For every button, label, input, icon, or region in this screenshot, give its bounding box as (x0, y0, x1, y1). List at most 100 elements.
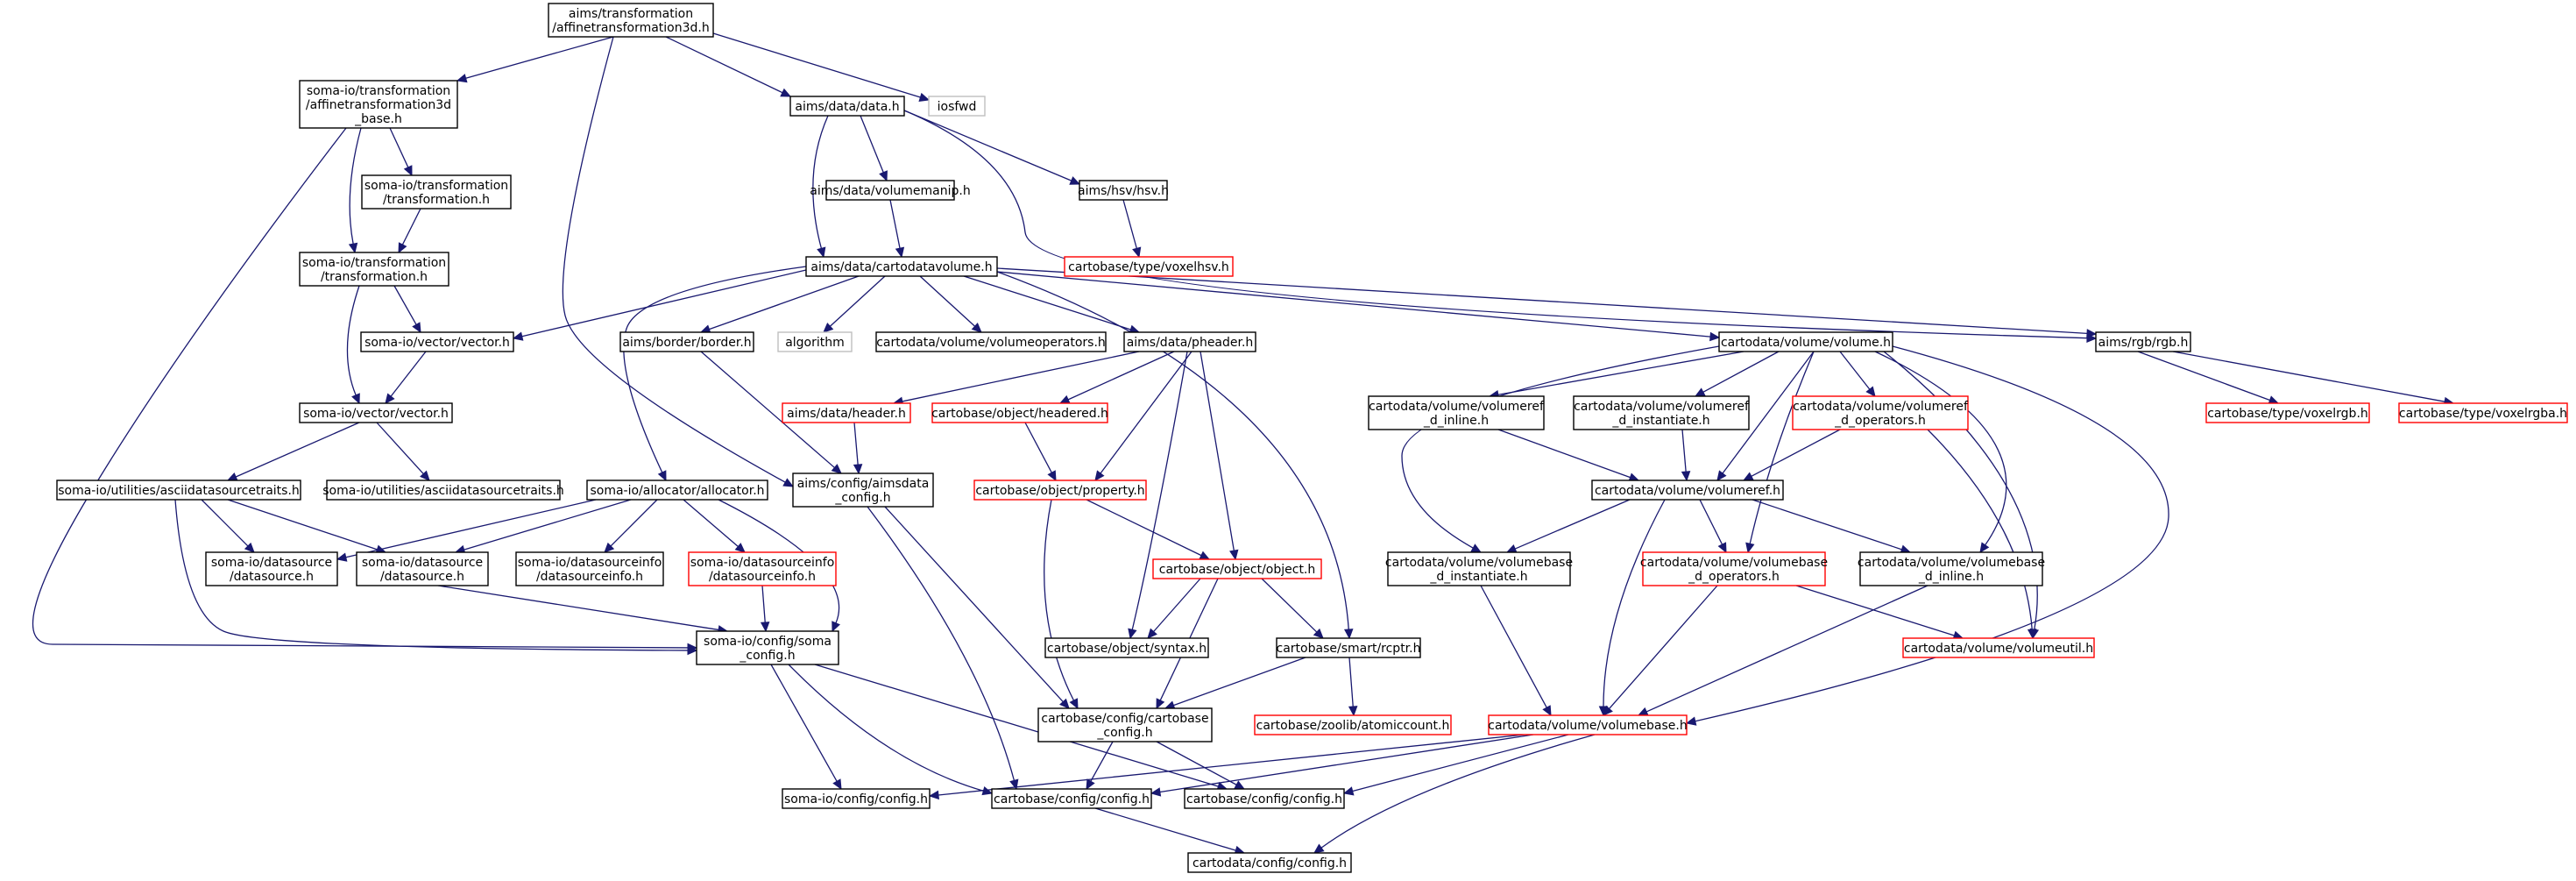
node-box (1902, 637, 2095, 658)
arrowhead-icon (1094, 470, 1105, 481)
node-box (973, 480, 1147, 501)
node-box (825, 180, 955, 201)
arrowhead-icon (1069, 698, 1079, 710)
arrowhead-icon (1069, 176, 1081, 185)
node-voxelrgba[interactable]: cartobase/type/voxelrgba.h (2398, 402, 2568, 423)
node-label: aims/data/cartodatavolume.h (810, 260, 992, 274)
node-datasource2[interactable]: soma-io/datasource/datasource.h (356, 551, 489, 586)
arrowhead-icon (1716, 470, 1727, 481)
node-voxelhsv[interactable]: cartobase/type/voxelhsv.h (1064, 256, 1234, 277)
edge-pheader-to-headered (1058, 351, 1175, 404)
node-box (515, 551, 664, 586)
node-label: cartodata/volume/volumeoperators.h (876, 336, 1106, 350)
node-dsinfo2[interactable]: soma-io/datasourceinfo/datasourceinfo.h (688, 551, 837, 586)
edge-volumebase-to-cd_config (1313, 734, 1596, 854)
edge-volumemanip-to-cartodatavolume (889, 199, 905, 259)
node-headered[interactable]: cartobase/object/headered.h (931, 402, 1108, 423)
node-box (1184, 788, 1345, 809)
node-allocator[interactable]: soma-io/allocator/allocator.h (586, 480, 768, 501)
node-vbase-inst[interactable]: cartodata/volume/volumebase_d_instantiat… (1385, 551, 1573, 586)
node-vector-top[interactable]: soma-io/vector/vector.h (360, 331, 514, 352)
node-volumemanip[interactable]: aims/data/volumemanip.h (810, 180, 971, 201)
node-box (356, 551, 489, 586)
arrowhead-icon (817, 246, 826, 259)
node-datasource1[interactable]: soma-io/datasource/datasource.h (205, 551, 338, 586)
node-header[interactable]: aims/data/header.h (782, 402, 911, 423)
node-affine-base[interactable]: soma-io/transformation/affinetransformat… (299, 80, 458, 129)
node-soma-config[interactable]: soma-io/config/soma_config.h (696, 630, 839, 665)
node-transformation-top[interactable]: soma-io/transformation/transformation.h (361, 174, 512, 210)
arrowhead-icon (1047, 470, 1057, 482)
node-box (1642, 551, 1826, 586)
node-atomiccount[interactable]: cartobase/zoolib/atomiccount.h (1254, 714, 1452, 735)
node-box (299, 402, 453, 423)
node-volume[interactable]: cartodata/volume/volume.h (1718, 331, 1893, 352)
node-label: soma-io/vector/vector.h (364, 336, 510, 350)
arrowhead-icon (1156, 698, 1165, 710)
edge-cartodatavolume-to-volumeoperators (919, 275, 982, 333)
arrowhead-icon (2027, 629, 2037, 640)
node-volumeutil[interactable]: cartodata/volume/volumeutil.h (1902, 637, 2095, 658)
node-object[interactable]: cartobase/object/object.h (1152, 558, 1322, 579)
arrowhead-icon (928, 790, 939, 800)
node-label: soma-io/utilities/asciidatasourcetraits.… (322, 484, 564, 498)
edge-volume-to-volumeref (1716, 351, 1815, 481)
arrowhead-icon (1150, 787, 1162, 797)
arrowhead-icon (1313, 628, 1324, 639)
arrowhead-icon (1234, 780, 1246, 790)
node-label: cartobase/type/voxelhsv.h (1068, 260, 1229, 274)
node-ascii-hpp[interactable]: soma-io/utilities/asciidatasourcetraits.… (322, 480, 564, 501)
node-algorithm[interactable]: algorithm (777, 331, 853, 352)
node-vbase-inline[interactable]: cartodata/volume/volumebase_d_inline.h (1858, 551, 2045, 586)
node-cd-config[interactable]: cartodata/config/config.h (1187, 852, 1352, 873)
node-vbase-ops[interactable]: cartodata/volume/volumebase_d_operators.… (1640, 551, 1828, 586)
node-data[interactable]: aims/data/data.h (789, 96, 905, 117)
edge-volumebase-to-cb_config2 (1342, 734, 1569, 796)
node-label: aims/transformation (569, 7, 693, 21)
node-cb-config2[interactable]: cartobase/config/config.h (1184, 788, 1345, 809)
node-rcptr[interactable]: cartobase/smart/rcptr.h (1276, 637, 1421, 658)
node-cartodatavolume[interactable]: aims/data/cartodatavolume.h (805, 256, 998, 277)
node-volumebase[interactable]: cartodata/volume/volumebase.h (1488, 714, 1688, 735)
node-vector[interactable]: soma-io/vector/vector.h (299, 402, 453, 423)
node-label: iosfwd (938, 100, 977, 114)
edge-pheader-to-header (892, 351, 1140, 406)
node-syntax[interactable]: cartobase/object/syntax.h (1044, 637, 1209, 658)
node-somaio-config[interactable]: soma-io/config/config.h (782, 788, 931, 809)
node-label: cartodata/volume/volumeutil.h (1904, 642, 2093, 656)
node-label: aims/border/border.h (622, 336, 751, 350)
edge-vref_ops-to-volumeutil (1927, 429, 2037, 640)
edge-volume-to-vbase_inline (1874, 351, 2007, 554)
arrowhead-icon (895, 246, 905, 259)
node-vref-inst[interactable]: cartodata/volume/volumeref_d_instantiate… (1573, 395, 1750, 430)
node-voxelrgb[interactable]: cartobase/type/voxelrgb.h (2205, 402, 2370, 423)
node-vref-inline[interactable]: cartodata/volume/volumeref_d_inline.h (1368, 395, 1545, 430)
node-ascii-h[interactable]: soma-io/utilities/asciidatasourcetraits.… (56, 480, 301, 501)
node-hsv[interactable]: aims/hsv/hsv.h (1078, 180, 1169, 201)
node-dsinfo1[interactable]: soma-io/datasourceinfo/datasourceinfo.h (515, 551, 664, 586)
node-vref-ops[interactable]: cartodata/volume/volumeref_d_operators.h (1792, 395, 1969, 430)
node-aimsdata-config[interactable]: aims/config/aimsdata_config.h (792, 472, 934, 508)
node-cartobase-config[interactable]: cartobase/config/cartobase_config.h (1037, 707, 1213, 742)
node-label: aims/config/aimsdata (797, 477, 930, 491)
node-pheader[interactable]: aims/data/pheader.h (1123, 331, 1256, 352)
node-property[interactable]: cartobase/object/property.h (973, 480, 1147, 501)
edge-volume-to-vbase_ops (1745, 351, 1815, 554)
node-cb-config1[interactable]: cartobase/config/config.h (991, 788, 1152, 809)
arrowhead-icon (1709, 331, 1721, 342)
node-root[interactable]: aims/transformation/affinetransformation… (548, 3, 714, 38)
arrowhead-icon (1128, 628, 1137, 640)
node-rgb[interactable]: aims/rgb/rgb.h (2095, 331, 2191, 352)
node-label: cartobase/config/cartobase (1041, 712, 1208, 726)
node-iosfwd[interactable]: iosfwd (928, 96, 986, 117)
node-volumeref[interactable]: cartodata/volume/volumeref.h (1591, 480, 1784, 501)
arrowhead-icon (398, 242, 407, 254)
node-border[interactable]: aims/border/border.h (619, 331, 754, 352)
node-label: soma-io/config/soma (704, 635, 832, 649)
node-transformation[interactable]: soma-io/transformation/transformation.h (299, 252, 449, 287)
arrowhead-icon (348, 242, 358, 254)
node-volumeoperators[interactable]: cartodata/volume/volumeoperators.h (875, 331, 1107, 352)
edge-vbase_inst-to-volumebase (1480, 585, 1552, 717)
node-label: cartodata/volume/volume.h (1721, 336, 1891, 350)
edge-volumeref-to-vbase_inline (1752, 499, 1912, 554)
